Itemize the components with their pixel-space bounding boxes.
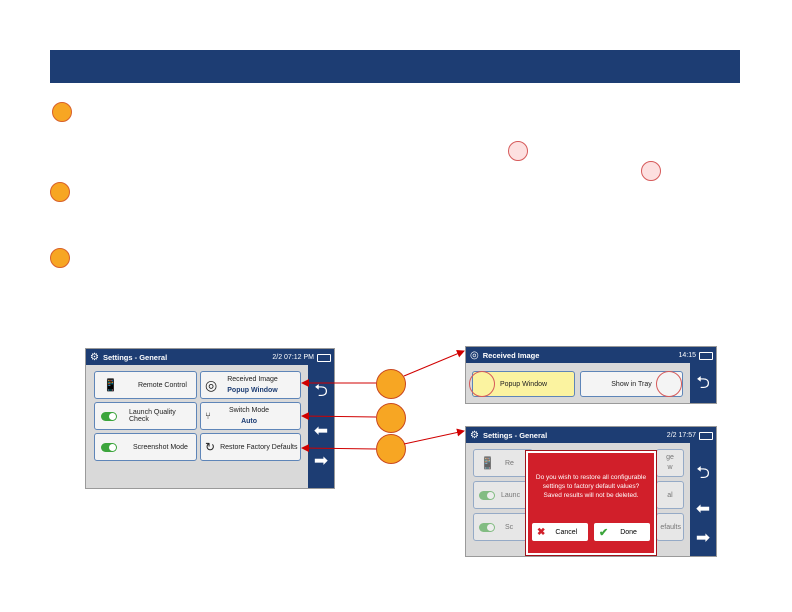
- gear-icon: ⚙: [90, 351, 99, 363]
- launch-quality-toggle[interactable]: [101, 411, 117, 421]
- leader-to-received-image-screen: [403, 350, 465, 377]
- restore-defaults-label: Restore Factory Defaults: [220, 443, 298, 451]
- battery-icon: [317, 354, 331, 362]
- switch-icon: ⑂: [205, 410, 211, 422]
- back-arrow-icon[interactable]: ⮌: [696, 462, 710, 482]
- leader-to-switch-mode: [301, 412, 377, 421]
- launch-quality-check-tile: Launc: [473, 481, 533, 509]
- screenshot-mode-partial: Sc: [505, 523, 514, 531]
- switch-mode-tile: al: [656, 481, 684, 509]
- radar-icon: ◎: [470, 349, 479, 361]
- right-arrow-icon[interactable]: ➡: [695, 528, 711, 547]
- received-image-value-partial: w: [667, 464, 673, 471]
- callout-switch-mode: [376, 403, 406, 433]
- option-marker-popup: [469, 371, 495, 397]
- switch-mode-label: Switch Mode: [229, 407, 270, 414]
- restore-confirm-dialog: Do you wish to restore all configurable …: [526, 451, 656, 555]
- step-marker-2: [50, 182, 70, 202]
- cancel-button[interactable]: ✖ Cancel: [532, 523, 588, 541]
- nav-sidebar: ⮌ ⬅ ➡: [690, 443, 716, 556]
- received-image-partial: ge: [666, 454, 674, 461]
- remote-icon: 📱: [480, 456, 495, 470]
- option-marker-tray: [656, 371, 682, 397]
- step-marker-1: [52, 102, 72, 122]
- screenshot-mode-label: Screenshot Mode: [133, 443, 188, 451]
- remote-control-tile: 📱 Re: [473, 449, 533, 477]
- cancel-button-label: Cancel: [555, 528, 578, 536]
- remote-icon: 📱: [103, 378, 118, 392]
- dialog-message: Do you wish to restore all configurable …: [535, 474, 647, 499]
- radar-icon: ◎: [205, 376, 218, 393]
- remote-control-partial: Re: [504, 459, 514, 467]
- restore-icon: ↻: [205, 440, 216, 454]
- received-image-tile: ge w: [656, 449, 684, 477]
- leader-to-restore-screen: [403, 428, 465, 445]
- restore-defaults-tile[interactable]: ↻ Restore Factory Defaults: [200, 433, 301, 461]
- step-marker-3: [50, 248, 70, 268]
- switch-mode-tile[interactable]: ⑂ Switch Mode Auto: [200, 402, 301, 430]
- callout-restore-defaults: [376, 434, 406, 464]
- checkmark-icon: ✔: [599, 526, 609, 539]
- switch-mode-partial: al: [667, 491, 673, 499]
- launch-quality-check-tile[interactable]: Launch Quality Check: [94, 402, 197, 430]
- screen-title-bar: ◎ Received Image 14:15: [466, 347, 716, 363]
- callout-received-image: [376, 369, 406, 399]
- screen-title: Settings - General: [482, 430, 548, 440]
- done-button-label: Done: [620, 528, 637, 536]
- battery-icon: [699, 432, 713, 440]
- nav-sidebar: ⮌ ⬅ ➡: [308, 365, 334, 488]
- left-arrow-icon[interactable]: ⬅: [313, 421, 329, 440]
- left-arrow-icon[interactable]: ⬅: [695, 499, 711, 518]
- right-arrow-icon[interactable]: ➡: [313, 451, 329, 470]
- screen-title-bar: ⚙ Settings - General 2/2 17:57: [466, 427, 716, 443]
- cancel-x-icon: ✖: [537, 526, 546, 538]
- remote-control-tile[interactable]: 📱 Remote Control: [94, 371, 197, 399]
- remote-control-label: Remote Control: [137, 381, 187, 389]
- nav-sidebar: ⮌: [690, 363, 716, 403]
- back-arrow-icon[interactable]: ⮌: [696, 372, 710, 392]
- option-show-in-tray-label: Show in Tray: [611, 380, 652, 388]
- launch-quality-partial: Launc: [501, 491, 521, 499]
- screen-title: Settings - General: [102, 352, 168, 362]
- clock: 2/2 17:57: [666, 431, 696, 439]
- screen-title: Received Image: [482, 350, 540, 360]
- clock: 2/2 07:12 PM: [272, 353, 314, 361]
- option-marker-a: [508, 141, 528, 161]
- gear-icon: ⚙: [470, 429, 479, 441]
- screenshot-mode-tile: Sc: [473, 513, 533, 541]
- option-marker-b: [641, 161, 661, 181]
- battery-icon: [699, 352, 713, 360]
- received-image-label: Received Image: [227, 376, 278, 383]
- switch-mode-value: Auto: [241, 418, 258, 425]
- launch-quality-toggle: [479, 490, 495, 500]
- restore-defaults-tile: efaults: [656, 513, 684, 541]
- received-image-value: Popup Window: [227, 387, 278, 394]
- settings-general-screen: ⚙ Settings - General 2/2 07:12 PM ⮌ ⬅ ➡ …: [85, 348, 335, 489]
- leader-to-restore-defaults: [301, 444, 377, 453]
- restore-confirm-screen: ⚙ Settings - General 2/2 17:57 ⮌ ⬅ ➡ 📱 R…: [465, 426, 717, 557]
- back-arrow-icon[interactable]: ⮌: [314, 380, 328, 400]
- screenshot-mode-tile[interactable]: Screenshot Mode: [94, 433, 197, 461]
- screenshot-mode-toggle: [479, 522, 495, 532]
- option-popup-window-label: Popup Window: [499, 380, 548, 388]
- launch-quality-label: Launch Quality Check: [129, 409, 176, 423]
- section-header-bar: [50, 50, 740, 83]
- restore-defaults-partial: efaults: [660, 523, 681, 531]
- received-image-tile[interactable]: ◎ Received Image Popup Window: [200, 371, 301, 399]
- screen-title-bar: ⚙ Settings - General 2/2 07:12 PM: [86, 349, 334, 365]
- clock: 14:15: [678, 351, 696, 359]
- screenshot-mode-toggle[interactable]: [101, 442, 117, 452]
- done-button[interactable]: ✔ Done: [594, 523, 650, 541]
